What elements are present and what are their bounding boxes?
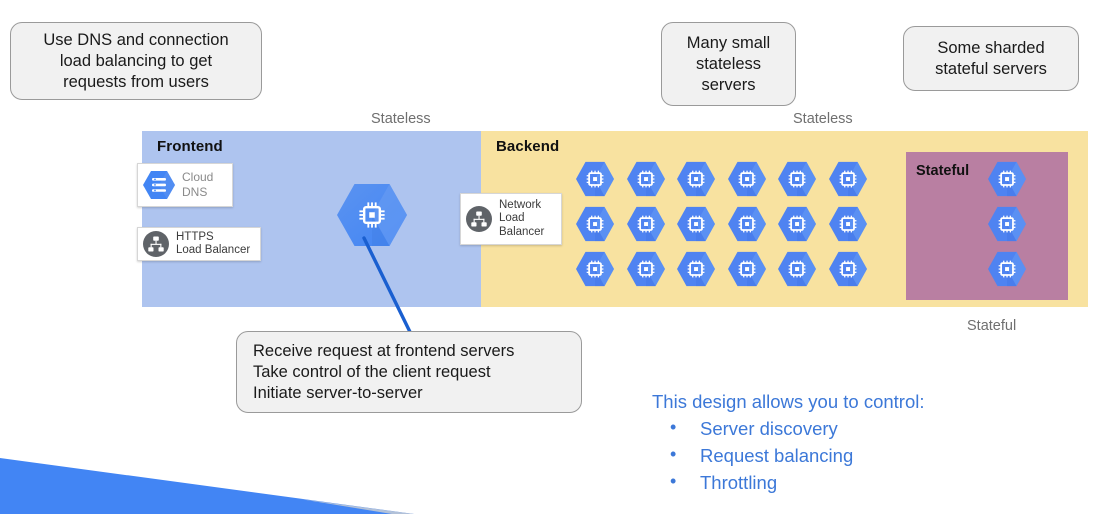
- callout-line: Use DNS and connection: [43, 30, 229, 49]
- takeaways-block: This design allows you to control: Serve…: [652, 388, 925, 496]
- compute-engine-hex-icon[interactable]: [626, 251, 665, 287]
- takeaways-list: Server discovery Request balancing Throt…: [652, 414, 925, 496]
- service-chip-label: Network Load Balancer: [499, 198, 545, 238]
- compute-engine-hex-icon[interactable]: [828, 161, 867, 197]
- service-chip-label: Cloud DNS: [182, 170, 214, 199]
- compute-engine-hex-icon[interactable]: [576, 206, 614, 242]
- callout-line: load balancing to get: [59, 51, 213, 70]
- compute-engine-hex-icon[interactable]: [727, 251, 766, 287]
- callout-line: Take control of the client request: [253, 362, 491, 381]
- zone-panel-frontend: [142, 131, 481, 307]
- compute-engine-hex-icon[interactable]: [778, 251, 816, 287]
- service-chip-label: HTTPS Load Balancer: [176, 230, 251, 257]
- callout-receive-request: Receive request at frontend servers Take…: [236, 331, 582, 413]
- callout-many-small-stateless-servers: Many small stateless servers: [661, 22, 796, 106]
- compute-engine-hex-icon[interactable]: [576, 161, 614, 197]
- compute-engine-hex-icon[interactable]: [988, 251, 1026, 287]
- compute-engine-hex-icon[interactable]: [677, 206, 715, 242]
- load-balancer-circle-icon: [466, 206, 492, 232]
- callout-line: stateful servers: [935, 59, 1047, 78]
- zone-title-backend: Backend: [496, 138, 560, 155]
- zone-label-stateless-right: Stateless: [793, 111, 853, 127]
- takeaways-heading: This design allows you to control:: [652, 391, 925, 412]
- callout-line: Some sharded: [937, 38, 1045, 57]
- callout-line: Receive request at frontend servers: [253, 341, 515, 360]
- callout-line: requests from users: [63, 72, 209, 91]
- list-item: Server discovery: [670, 414, 925, 442]
- compute-engine-hex-icon[interactable]: [988, 161, 1026, 197]
- compute-engine-hex-icon[interactable]: [626, 206, 665, 242]
- service-chip-https-load-balancer[interactable]: HTTPS Load Balancer: [137, 227, 261, 261]
- callout-line: Many small: [686, 33, 771, 52]
- compute-engine-hex-icon[interactable]: [828, 251, 867, 287]
- service-chip-cloud-dns[interactable]: Cloud DNS: [137, 163, 233, 207]
- load-balancer-circle-icon: [143, 231, 169, 257]
- list-item: Request balancing: [670, 441, 925, 469]
- compute-engine-hex-icon[interactable]: [778, 161, 816, 197]
- compute-engine-hex-icon[interactable]: [576, 251, 614, 287]
- list-item: Throttling: [670, 468, 925, 496]
- compute-engine-hex-icon[interactable]: [828, 206, 867, 242]
- callout-dns-load-balancing: Use DNS and connection load balancing to…: [10, 22, 262, 100]
- compute-engine-hex-icon[interactable]: [677, 251, 715, 287]
- compute-engine-hex-icon[interactable]: [727, 161, 766, 197]
- compute-engine-hex-icon[interactable]: [778, 206, 816, 242]
- decorative-wedge: [0, 458, 414, 514]
- zone-title-frontend: Frontend: [157, 138, 223, 155]
- compute-engine-hex-icon[interactable]: [677, 161, 715, 197]
- zone-label-stateful-bottom: Stateful: [967, 318, 1017, 334]
- zone-label-stateless-left: Stateless: [371, 111, 431, 127]
- zone-title-stateful: Stateful: [916, 163, 970, 179]
- callout-line: servers: [701, 75, 756, 94]
- zone-panel-stateful: [906, 152, 1068, 300]
- compute-engine-hex-icon[interactable]: [727, 206, 766, 242]
- callout-line: Initiate server-to-server: [253, 383, 423, 402]
- cloud-dns-hex-icon: [143, 170, 175, 200]
- compute-engine-hex-icon[interactable]: [988, 206, 1026, 242]
- callout-line: stateless: [695, 54, 762, 73]
- service-chip-network-load-balancer[interactable]: Network Load Balancer: [460, 193, 562, 245]
- callout-some-sharded-stateful-servers: Some sharded stateful servers: [903, 26, 1079, 91]
- frontend-server-hexagon[interactable]: [337, 182, 407, 248]
- compute-engine-hex-icon[interactable]: [626, 161, 665, 197]
